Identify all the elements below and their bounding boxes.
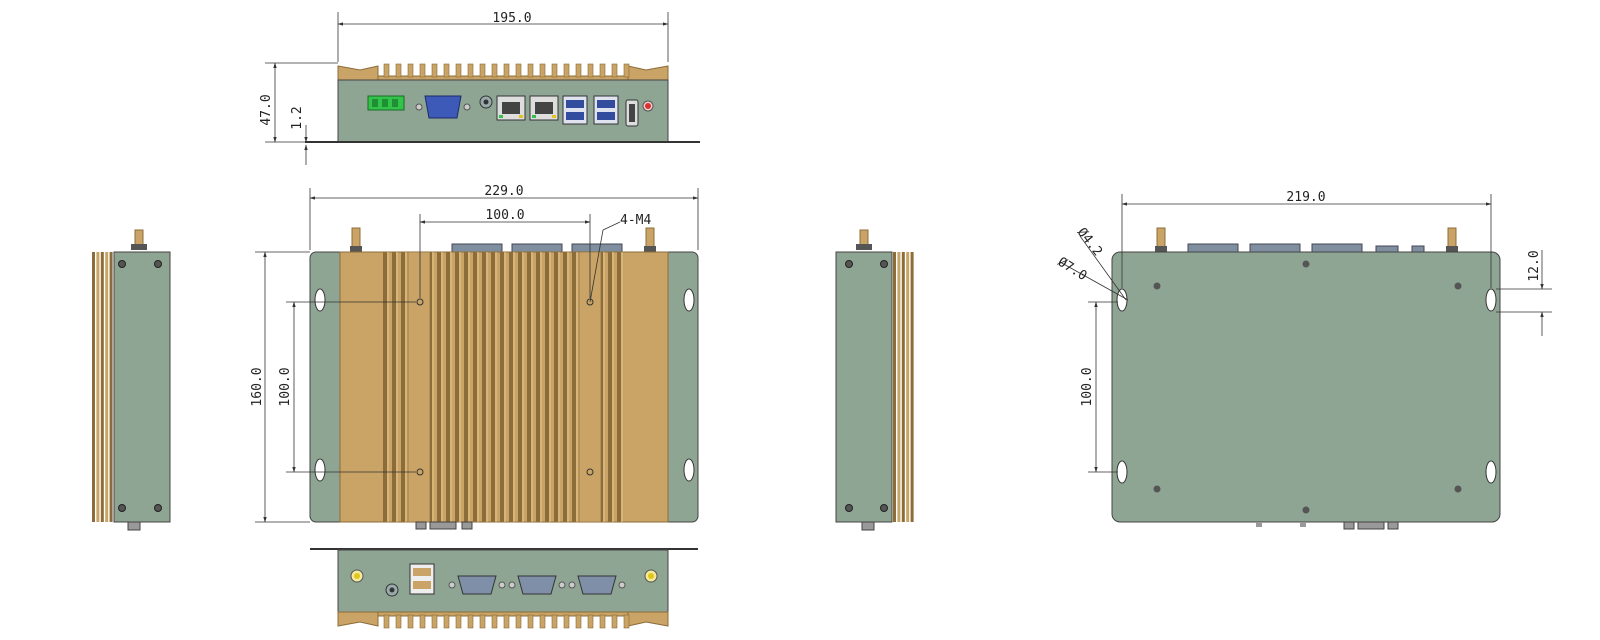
front-view-fins [383,251,623,523]
mounting-slot-icon [1485,288,1497,312]
mounting-slot-icon [683,288,695,312]
dim-hole-small: Ø4.2 [1074,225,1105,259]
power-button-icon [385,583,399,597]
left-side-view [92,229,171,531]
dim-front-height: 160.0 [250,367,265,406]
dim-top-height: 47.0 [259,94,274,125]
vga-port-icon [415,95,471,119]
rj45-port-icon [496,95,526,121]
usb-port-icon [409,563,435,595]
mounting-slot-icon [314,458,326,482]
serial-port-icon [448,575,506,595]
dim-slot-offset: 12.0 [1527,250,1542,281]
rear-view-fins [337,611,669,629]
serial-port-icon [568,575,626,595]
dim-bottom-hole-spacing-v: 100.0 [1080,367,1095,406]
top-view: 195.0 47.0 1.2 [259,11,700,165]
usb-port-icon [593,95,619,125]
mounting-slot-icon [683,458,695,482]
dim-hole-spacing-h: 100.0 [485,208,524,223]
led-icon [642,100,654,112]
thread-callout: 4-M4 [620,213,651,228]
right-side-view [835,229,914,531]
antenna-icon [644,227,656,252]
serial-port-icon [508,575,566,595]
mounting-slot-icon [1485,460,1497,484]
rj45-port-icon [529,95,559,121]
hdmi-port-icon [625,99,639,127]
power-terminal-icon [367,95,405,111]
dim-hole-large: Ø7.0 [1055,255,1090,284]
mounting-slot-icon [1116,288,1128,312]
led-icon [644,569,658,583]
dim-top-width: 195.0 [492,11,531,26]
dim-bottom-width: 219.0 [1286,190,1325,205]
antenna-icon [350,227,362,252]
mounting-slot-icon [1116,460,1128,484]
rear-view [310,548,698,629]
top-view-fins [337,63,669,81]
dim-top-flange: 1.2 [290,106,305,129]
power-button-icon [479,95,493,109]
usb-port-icon [562,95,588,125]
dim-hole-spacing-v: 100.0 [278,367,293,406]
front-view: 229.0 100.0 4-M4 160.0 100.0 [250,184,699,530]
led-icon [350,569,364,583]
mounting-slot-icon [314,288,326,312]
antenna-icon [1155,227,1167,252]
antenna-icon [1446,227,1458,252]
bottom-view: 219.0 Ø4.2 Ø7.0 12.0 100.0 [1055,190,1552,530]
dim-front-width: 229.0 [484,184,523,199]
